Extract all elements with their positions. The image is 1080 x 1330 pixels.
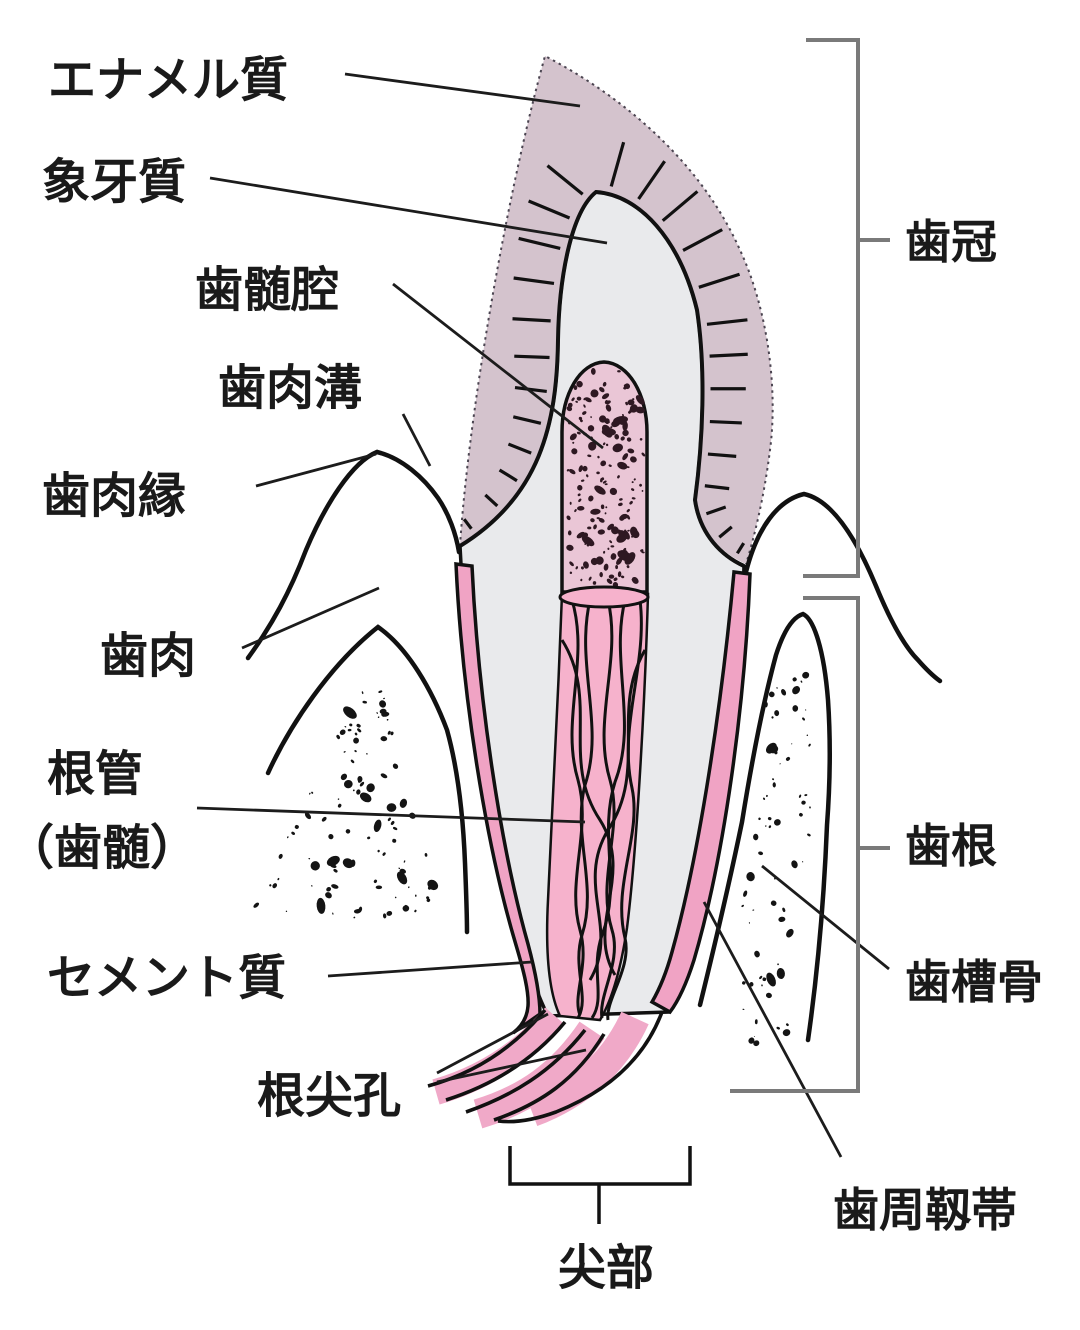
pointer-apical-foramen-1	[436, 1012, 549, 1075]
pointer-alveolar-bone	[761, 864, 890, 971]
pointer-lines	[196, 72, 890, 1158]
pointer-gingival-sulcus	[401, 413, 432, 467]
label-periodontal-ligament: 歯周靱帯	[833, 1184, 1017, 1236]
right-bone-stipple	[741, 671, 811, 1047]
label-gingival-margin: 歯肉縁	[42, 470, 186, 523]
right-bone-outline	[697, 611, 833, 1043]
labels: エナメル質 象牙質 歯髄腔 歯肉溝 歯肉縁 歯肉 根管 （歯髄） セメント質 根…	[6, 54, 1043, 1295]
pointer-pulp-cavity	[392, 282, 604, 450]
label-cementum: セメント質	[47, 952, 286, 1005]
apex-bracket	[508, 1146, 692, 1224]
crown-root-brackets	[730, 38, 890, 1093]
label-gingival-sulcus: 歯肉溝	[218, 362, 362, 415]
label-gingiva: 歯肉	[100, 630, 196, 683]
dentino-enamel-junction	[458, 189, 745, 568]
right-gum-outline	[743, 491, 943, 684]
pulp-stipple-dots	[566, 367, 646, 588]
pulp-nerve-fibers	[560, 599, 647, 1021]
label-enamel: エナメル質	[48, 54, 288, 107]
pointer-enamel	[344, 72, 581, 108]
label-crown: 歯冠	[905, 216, 997, 268]
gum-and-bone-outlines	[245, 449, 943, 1043]
label-root-canal-line2: （歯髄）	[6, 822, 198, 875]
label-root-canal-line1: 根管	[47, 748, 143, 801]
pointer-cementum	[327, 960, 533, 978]
left-gum-to-sulcus	[374, 449, 462, 555]
cementum-right-shape	[649, 570, 752, 1015]
crown-bracket	[803, 38, 860, 578]
label-pulp-cavity: 歯髄腔	[195, 264, 339, 317]
pointer-root-canal	[196, 806, 586, 824]
label-apex: 尖部	[558, 1242, 654, 1295]
root-bracket	[730, 596, 860, 1093]
enamel-shape	[460, 56, 773, 564]
pointer-gingiva	[241, 586, 380, 650]
pointer-dentin	[209, 176, 608, 245]
label-alveolar-bone: 歯槽骨	[905, 956, 1043, 1008]
cementum-left-shape	[454, 562, 542, 1035]
enamel-hatch-lines	[462, 141, 748, 555]
left-gum-outline	[245, 449, 380, 661]
pointer-apical-foramen-2	[436, 1048, 587, 1084]
enamel-outer-dotted-edge	[459, 54, 774, 565]
pointer-gingival-margin	[255, 452, 377, 488]
left-bone-crest	[265, 624, 470, 935]
left-bone-stipple	[253, 690, 439, 919]
label-root: 歯根	[905, 820, 997, 872]
label-dentin: 象牙質	[42, 156, 186, 209]
apex-bundles	[427, 1007, 664, 1129]
pulp-chamber-floor-lens	[558, 585, 650, 609]
pointer-periodontal-ligament	[702, 901, 843, 1158]
label-apical-foramen: 根尖孔	[257, 1070, 401, 1123]
